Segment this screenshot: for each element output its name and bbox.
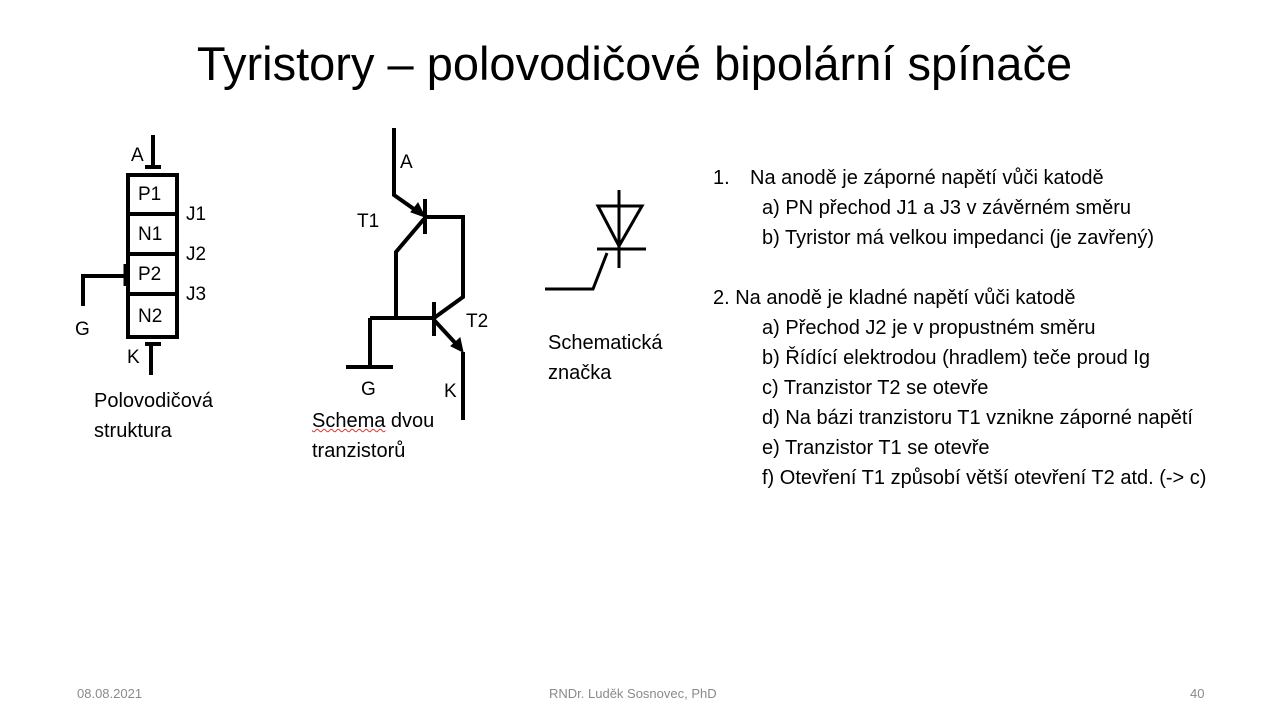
layer-p2: P2 [138, 264, 162, 285]
case1-item: b) Tyristor má velkou impedanci (je zavř… [762, 227, 1154, 249]
transistor-caption-1: Schema dvou [312, 410, 435, 432]
footer-date: 08.08.2021 [77, 686, 143, 701]
case2-heading: 2. Na anodě je kladné napětí vůči katodě [713, 287, 1076, 309]
case2-item: b) Řídící elektrodou (hradlem) teče prou… [762, 347, 1150, 369]
footer-author: RNDr. Luděk Sosnovec, PhD [549, 686, 717, 701]
structure-cathode-label: K [127, 347, 140, 368]
symbol-caption-2: značka [548, 362, 612, 384]
slide-number: 40 [1190, 686, 1205, 701]
case2-item: e) Tranzistor T1 se otevře [762, 437, 990, 459]
junction-j2: J2 [186, 244, 207, 265]
t2-label: T2 [466, 311, 489, 332]
symbol-caption-1: Schematická [548, 332, 663, 354]
junction-j1: J1 [186, 204, 207, 225]
layer-n2: N2 [138, 306, 163, 327]
junction-j3: J3 [186, 284, 207, 305]
layer-n1: N1 [138, 224, 163, 245]
case2-item: d) Na bázi tranzistoru T1 vznikne záporn… [762, 407, 1193, 429]
t1-label: T1 [357, 211, 380, 232]
transistor-gate-label: G [361, 379, 376, 400]
schema-word: Schema [312, 410, 386, 432]
case1-number: 1. [713, 167, 730, 189]
semiconductor-structure-diagram [81, 135, 179, 375]
transistor-anode-label: A [400, 152, 413, 173]
case1-heading: Na anodě je záporné napětí vůči katodě [750, 167, 1104, 189]
structure-caption-1: Polovodičová [94, 390, 213, 412]
slide-title: Tyristory – polovodičové bipolární spína… [196, 37, 1073, 90]
two-transistor-diagram [346, 128, 465, 420]
structure-caption-2: struktura [94, 420, 172, 442]
case2-item: a) Přechod J2 je v propustném směru [762, 317, 1096, 339]
transistor-cathode-label: K [444, 381, 457, 402]
thyristor-symbol [545, 190, 646, 291]
case1-item: a) PN přechod J1 a J3 v závěrném směru [762, 197, 1132, 219]
structure-anode-label: A [131, 145, 144, 166]
transistor-caption-2: tranzistorů [312, 440, 406, 462]
layer-p1: P1 [138, 184, 162, 205]
case2-item: c) Tranzistor T2 se otevře [762, 377, 989, 399]
structure-gate-label: G [75, 319, 90, 340]
case2-item: f) Otevření T1 způsobí větší otevření T2… [762, 467, 1207, 489]
